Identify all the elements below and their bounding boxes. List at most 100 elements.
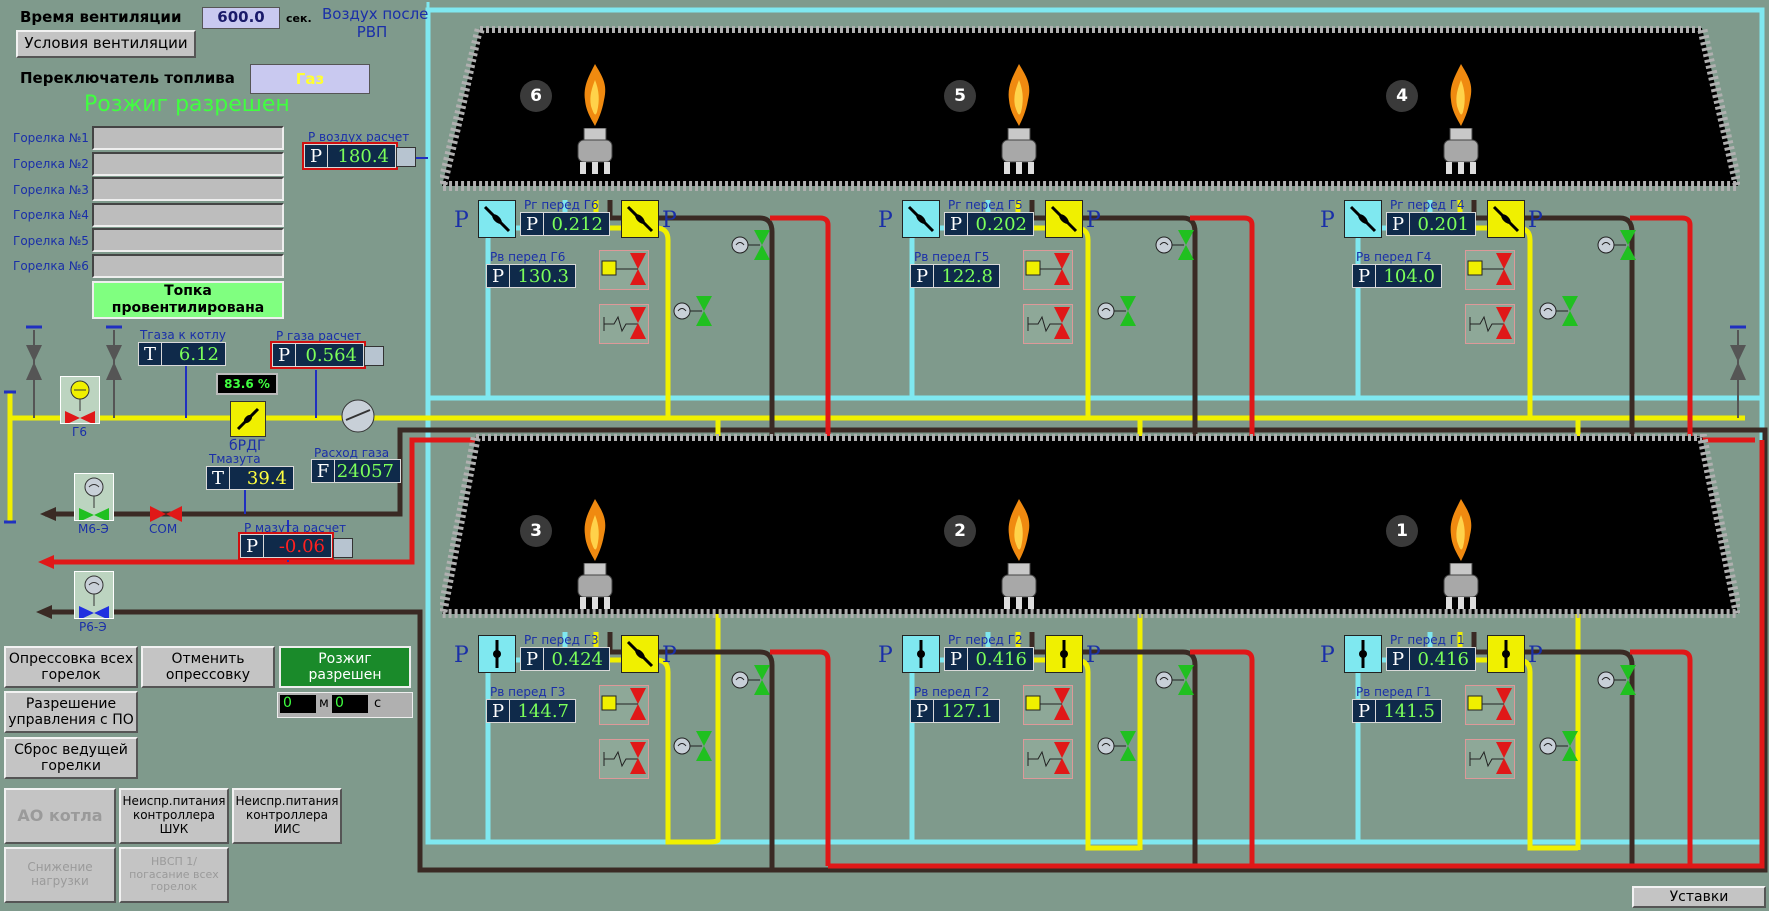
air-valve-p-label: P xyxy=(878,208,893,233)
mazut-valve[interactable] xyxy=(1596,228,1640,262)
air-damper[interactable] xyxy=(902,200,940,238)
gas-damper[interactable] xyxy=(1045,635,1083,673)
rg-label: Рг перед Г4 xyxy=(1390,198,1465,212)
rv-label: Рв перед Г4 xyxy=(1356,250,1432,264)
flame-icon xyxy=(1446,62,1476,128)
drain-valve[interactable] xyxy=(1096,294,1140,328)
gas-valve-p-label: P xyxy=(1528,643,1543,668)
burner-nozzle-icon xyxy=(572,562,618,611)
ao-boiler-button[interactable]: АО котла xyxy=(4,788,116,844)
burner-number-badge: 5 xyxy=(944,80,976,112)
fault-iis-indicator: Неиспр.питания контроллера ИИС xyxy=(232,788,342,844)
burner-field-4 xyxy=(92,203,284,227)
timer-min-value: 0 xyxy=(280,695,316,713)
mazut-press-label: Р мазута расчет xyxy=(244,521,347,535)
gas-press-setpoint-button[interactable] xyxy=(364,346,384,366)
air-damper[interactable] xyxy=(902,635,940,673)
mazut-valve[interactable] xyxy=(730,663,774,697)
air-damper[interactable] xyxy=(1344,635,1382,673)
air-valve-p-label: P xyxy=(454,643,469,668)
rdg-valve[interactable] xyxy=(230,401,266,437)
g6-label: Г6 xyxy=(72,425,87,439)
air-damper[interactable] xyxy=(1344,200,1382,238)
burner-field-5 xyxy=(92,228,284,252)
setpoints-button[interactable]: Уставки xyxy=(1632,886,1766,908)
air-damper[interactable] xyxy=(478,635,516,673)
cancel-press-button[interactable]: Отменить опрессовку xyxy=(141,646,275,688)
air-calc-setpoint-button[interactable] xyxy=(396,147,416,167)
com-label: СОМ xyxy=(149,522,178,536)
burner-label: Горелка №5 xyxy=(13,234,89,248)
gas-shutoff-valve-1[interactable] xyxy=(1023,250,1073,290)
burner-field-6 xyxy=(92,254,284,278)
gas-shutoff-valve-2[interactable] xyxy=(1465,304,1515,344)
burner-nozzle-icon xyxy=(1438,127,1484,176)
ignition-status: Розжиг разрешен xyxy=(84,92,290,117)
rv-label: Рв перед Г1 xyxy=(1356,685,1432,699)
air-calc-label: Р воздух расчет xyxy=(308,130,410,144)
drain-valve[interactable] xyxy=(672,294,716,328)
fuel-switch-value[interactable]: Газ xyxy=(250,64,370,94)
air-valve-p-label: P xyxy=(878,643,893,668)
fuel-switch-label: Переключатель топлива xyxy=(20,69,235,87)
gas-shutoff-valve-2[interactable] xyxy=(599,739,649,779)
m6-valve[interactable] xyxy=(74,473,114,522)
gas-shutoff-valve-1[interactable] xyxy=(599,250,649,290)
gas-shutoff-valve-2[interactable] xyxy=(1465,739,1515,779)
timer-min-unit: м xyxy=(319,696,329,711)
vent-time-field[interactable]: 600.0 xyxy=(202,7,280,29)
nvsp-button[interactable]: НВСП 1/погасание всех горелок xyxy=(119,847,229,903)
gas-valve-p-label: P xyxy=(1528,208,1543,233)
vent-time-label: Время вентиляции xyxy=(20,8,182,26)
mazut-press-setpoint-button[interactable] xyxy=(333,538,353,558)
g6-valve[interactable] xyxy=(60,376,100,425)
reduce-load-button[interactable]: Снижение нагрузки xyxy=(4,847,116,903)
furnace-top xyxy=(440,26,1740,191)
burner-nozzle-icon xyxy=(996,127,1042,176)
gas-shutoff-valve-2[interactable] xyxy=(1023,304,1073,344)
drain-valve[interactable] xyxy=(1538,729,1582,763)
air-valve-p-label: P xyxy=(1320,643,1335,668)
gas-damper[interactable] xyxy=(621,200,659,238)
p6-valve[interactable] xyxy=(74,571,114,620)
gas-shutoff-valve-1[interactable] xyxy=(599,685,649,725)
gas-shutoff-valve-2[interactable] xyxy=(1023,739,1073,779)
burner-nozzle-icon xyxy=(996,562,1042,611)
gas-valve-p-label: P xyxy=(1086,208,1101,233)
air-damper[interactable] xyxy=(478,200,516,238)
gas-shutoff-valve-1[interactable] xyxy=(1465,685,1515,725)
burner-nozzle-icon xyxy=(572,127,618,176)
gas-damper[interactable] xyxy=(1045,200,1083,238)
p6-label: Р6-Э xyxy=(79,620,107,634)
gas-damper[interactable] xyxy=(621,635,659,673)
gas-shutoff-valve-2[interactable] xyxy=(599,304,649,344)
drain-valve[interactable] xyxy=(672,729,716,763)
timer-sec-unit: с xyxy=(374,696,382,711)
mazut-valve[interactable] xyxy=(1154,663,1198,697)
gas-shutoff-valve-1[interactable] xyxy=(1023,685,1073,725)
reset-leading-burner-button[interactable]: Сброс ведущей горелки xyxy=(4,737,138,779)
press-all-burners-button[interactable]: Опрессовка всех горелок xyxy=(4,646,138,688)
gas-damper[interactable] xyxy=(1487,200,1525,238)
mazut-valve[interactable] xyxy=(1154,228,1198,262)
press-timer: 0 м 0 с xyxy=(277,692,413,718)
drain-valve[interactable] xyxy=(1538,294,1582,328)
mazut-valve[interactable] xyxy=(1596,663,1640,697)
permit-control-button[interactable]: Разрешение управления с ПО xyxy=(4,691,138,733)
m6-label: М6-Э xyxy=(78,522,109,536)
timer-sec-value: 0 xyxy=(332,695,368,713)
drain-valve[interactable] xyxy=(1096,729,1140,763)
mazut-valve[interactable] xyxy=(730,228,774,262)
gas-flow-label: Расход газа xyxy=(314,446,390,460)
gas-shutoff-valve-1[interactable] xyxy=(1465,250,1515,290)
burner-field-1 xyxy=(92,126,284,150)
gas-damper[interactable] xyxy=(1487,635,1525,673)
vent-conditions-button[interactable]: Условия вентиляции xyxy=(16,30,196,58)
